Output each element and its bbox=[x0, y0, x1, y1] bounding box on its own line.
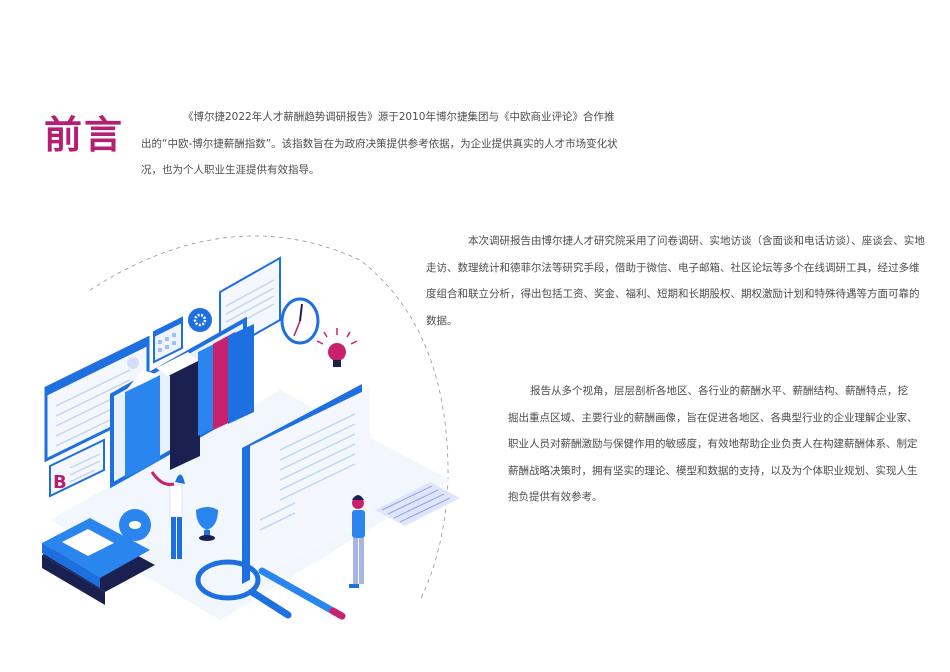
page-title: 前言 bbox=[44, 113, 125, 157]
lightbulb-icon bbox=[316, 328, 358, 367]
gear-badge-icon bbox=[188, 308, 212, 332]
paragraph-3-text: 报告从多个视角，层层剖析各地区、各行业的薪酬水平、薪酬结构、薪酬特点，挖掘出重点… bbox=[508, 385, 918, 503]
paragraph-1-text: 《博尔捷2022年人才薪酬趋势调研报告》源于2010年博尔捷集团与《中欧商业评论… bbox=[141, 111, 618, 176]
stacked-books-icon bbox=[42, 518, 155, 605]
dashed-arc bbox=[89, 235, 449, 601]
svg-text:B: B bbox=[53, 472, 67, 493]
browser-window-icon bbox=[44, 335, 150, 463]
intro-paragraph-1: 《博尔捷2022年人才薪酬趋势调研报告》源于2010年博尔捷集团与《中欧商业评论… bbox=[141, 104, 621, 184]
intro-paragraph-2: 本次调研报告由博尔捷人才研究院采用了问卷调研、实地访谈（含面谈和电话访谈）、座谈… bbox=[426, 228, 926, 334]
pencil-icon bbox=[258, 567, 346, 620]
magnifying-glass-icon bbox=[195, 559, 292, 619]
gear-icon bbox=[119, 509, 151, 541]
standing-person-left bbox=[150, 471, 185, 559]
trophy-icon bbox=[196, 507, 218, 541]
b-badge-card: B bbox=[49, 438, 105, 498]
clock-icon bbox=[280, 297, 320, 345]
keyboard-icon bbox=[375, 482, 460, 526]
open-book-icon bbox=[242, 384, 370, 584]
standing-person-right bbox=[349, 495, 365, 588]
isometric-research-illustration: B bbox=[42, 235, 460, 620]
tablet-bookshelf bbox=[110, 316, 254, 489]
calendar-icon bbox=[153, 316, 183, 364]
intro-paragraph-3: 报告从多个视角，层层剖析各地区、各行业的薪酬水平、薪酬结构、薪酬特点，挖掘出重点… bbox=[508, 378, 918, 511]
paragraph-2-text: 本次调研报告由博尔捷人才研究院采用了问卷调研、实地访谈（含面谈和电话访谈）、座谈… bbox=[426, 235, 925, 327]
